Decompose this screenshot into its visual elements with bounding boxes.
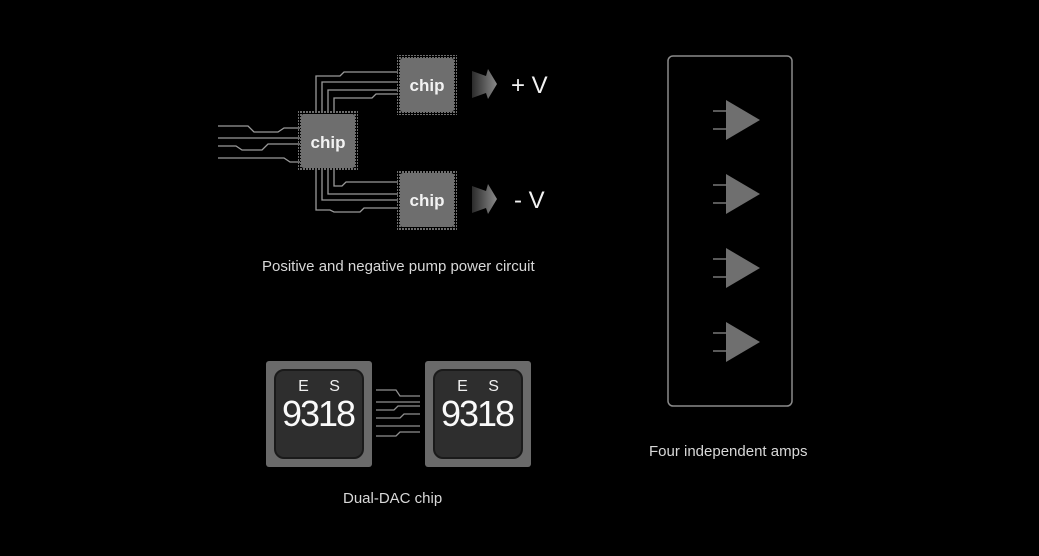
amp-triangle bbox=[726, 322, 760, 362]
dac-chip-2: E S 9318 bbox=[425, 361, 531, 467]
amp-triangle bbox=[726, 100, 760, 140]
dual-dac-caption: Dual-DAC chip bbox=[343, 490, 443, 507]
amp-triangle bbox=[726, 248, 760, 288]
dac-chip-1-model: 9318 bbox=[282, 393, 355, 434]
input-traces bbox=[218, 125, 300, 163]
dac-chip-2-model: 9318 bbox=[441, 393, 514, 434]
dac-chip-1-brand: E S bbox=[298, 378, 348, 395]
amp-symbol-icon bbox=[713, 322, 760, 362]
amp-symbol-icon bbox=[713, 174, 760, 214]
amp-triangle bbox=[726, 174, 760, 214]
negative-chip: chip bbox=[397, 170, 457, 230]
negative-traces bbox=[315, 170, 398, 213]
positive-traces bbox=[315, 71, 398, 112]
power-circuit-caption: Positive and negative pump power circuit bbox=[262, 258, 535, 275]
amp-symbol-icon bbox=[713, 248, 760, 288]
positive-output-label: + V bbox=[511, 72, 548, 99]
negative-chip-label: chip bbox=[410, 191, 445, 210]
amps-group bbox=[713, 100, 760, 362]
amps-caption: Four independent amps bbox=[649, 443, 808, 460]
amps-frame bbox=[667, 55, 793, 407]
dac-chip-2-brand: E S bbox=[457, 378, 507, 395]
dac-chip-1: E S 9318 bbox=[266, 361, 372, 467]
negative-output-label: - V bbox=[514, 187, 545, 214]
positive-arrow-icon bbox=[472, 69, 497, 99]
positive-chip-label: chip bbox=[410, 76, 445, 95]
amp-symbol-icon bbox=[713, 100, 760, 140]
main-chip-label: chip bbox=[311, 133, 346, 152]
positive-chip: chip bbox=[397, 55, 457, 115]
negative-arrow-icon bbox=[472, 184, 497, 214]
main-chip: chip bbox=[298, 111, 358, 171]
dac-traces bbox=[376, 389, 420, 437]
